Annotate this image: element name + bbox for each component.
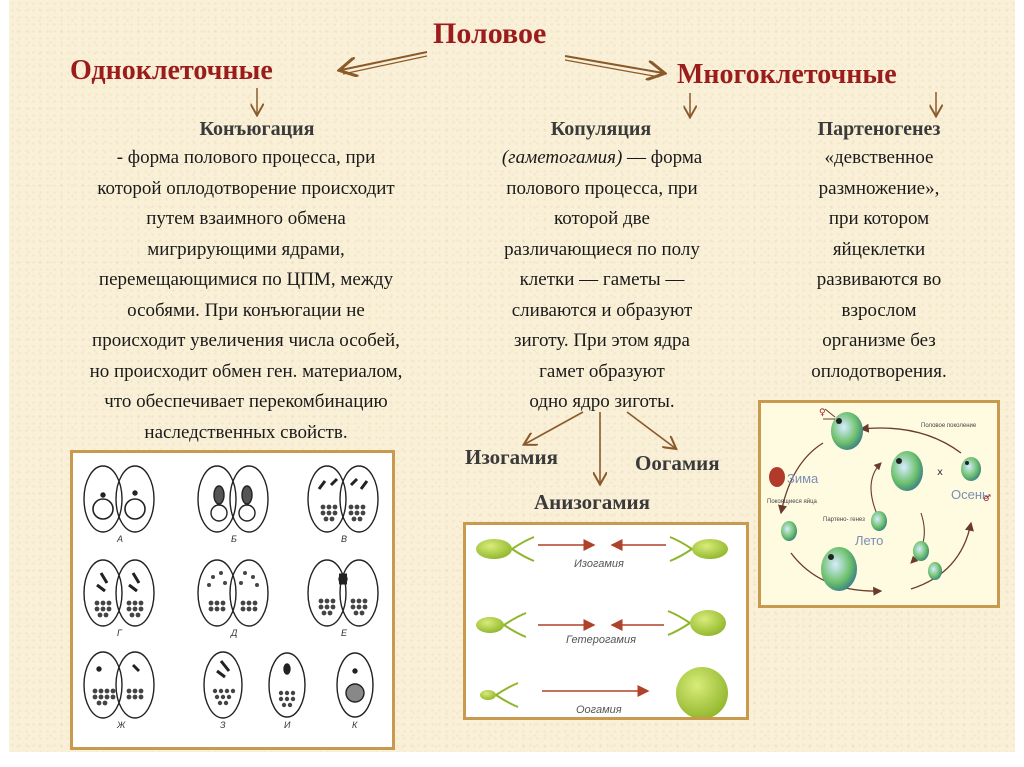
stage-label-k: К [352,720,358,730]
connector-arrows [9,51,1015,752]
daphnia-icon-small-4 [928,562,942,580]
cross-symbol: x [937,467,943,478]
resting-egg-icon [769,467,785,487]
conjugation-text: - форма полового процесса, при которой о… [89,147,403,443]
parthenogenesis-cycle-figure: Зима Осень Лето Половое поколение Покоящ… [758,400,1000,608]
stage-label-a: А [116,534,123,544]
daphnia-icon-center [821,547,857,591]
daphnia-icon-right [891,451,923,491]
conjugation-heading: Конъюгация [199,118,315,140]
male-symbol: ♂ [983,494,991,504]
gamete-row-heterogamy: Гетерогамия [566,634,636,646]
parthenogenesis-text: «девственное размножение», при котором я… [811,147,947,382]
isogamy-label: Изогамия [465,445,558,469]
gamete-row-oogamy: Оогамия [576,704,622,716]
oogamy-label: Оогамия [635,451,720,475]
conjugation-stages-drawing: А Б В Г Д Е Ж З И К [83,465,379,730]
copulation-heading: Копуляция [550,118,652,140]
daphnia-icon-small-1 [781,521,797,541]
slide: Половое Одноклеточные Многоклеточные Кон… [9,0,1015,752]
season-winter: Зима [787,471,819,486]
stage-label-v: В [341,534,347,544]
label-parthenogenesis: Партено- генез [823,517,865,523]
season-autumn: Осень [951,487,989,502]
copulation-text: (гаметогамия) — форма полового процесса,… [471,143,733,418]
copulation-term: (гаметогамия) [501,147,623,168]
female-symbol-top: ♀ [819,408,826,418]
daphnia-icon-far-right [961,457,981,481]
label-resting-eggs: Покоящиеся яйца [767,498,818,505]
gamete-row-isogamy: Изогамия [574,558,624,570]
center-title: Половое [433,17,547,50]
stage-label-g: Г [117,628,123,638]
cycle-drawing: Зима Осень Лето Половое поколение Покоящ… [767,408,991,596]
daphnia-icon-small-3 [913,541,929,561]
parthenogenesis-heading: Партеногенез [817,118,941,140]
stage-label-e: Е [341,628,348,638]
unicellular-title: Одноклеточные [70,55,273,86]
anisogamy-label: Анизогамия [534,490,650,514]
stage-label-b: Б [231,534,237,544]
daphnia-icon-small-2 [871,511,887,531]
multicellular-title: Многоклеточные [677,59,897,90]
stage-label-z: З [220,720,226,730]
conjugation-stages-figure: А Б В Г Д Е Ж З И К [70,450,395,750]
season-summer: Лето [855,533,883,548]
copulation-definition: — форма полового процесса, при которой д… [504,147,703,412]
stage-label-i: И [284,720,291,730]
stage-label-zh: Ж [116,720,126,730]
gamete-types-figure: Изогамия Гетерогамия Оогамия [463,522,749,720]
label-sexual-generation: Половое поколение [921,423,977,429]
stage-label-d: Д [230,628,238,638]
gamete-types-drawing: Изогамия Гетерогамия Оогамия [476,536,728,717]
daphnia-icon-top [823,408,863,450]
